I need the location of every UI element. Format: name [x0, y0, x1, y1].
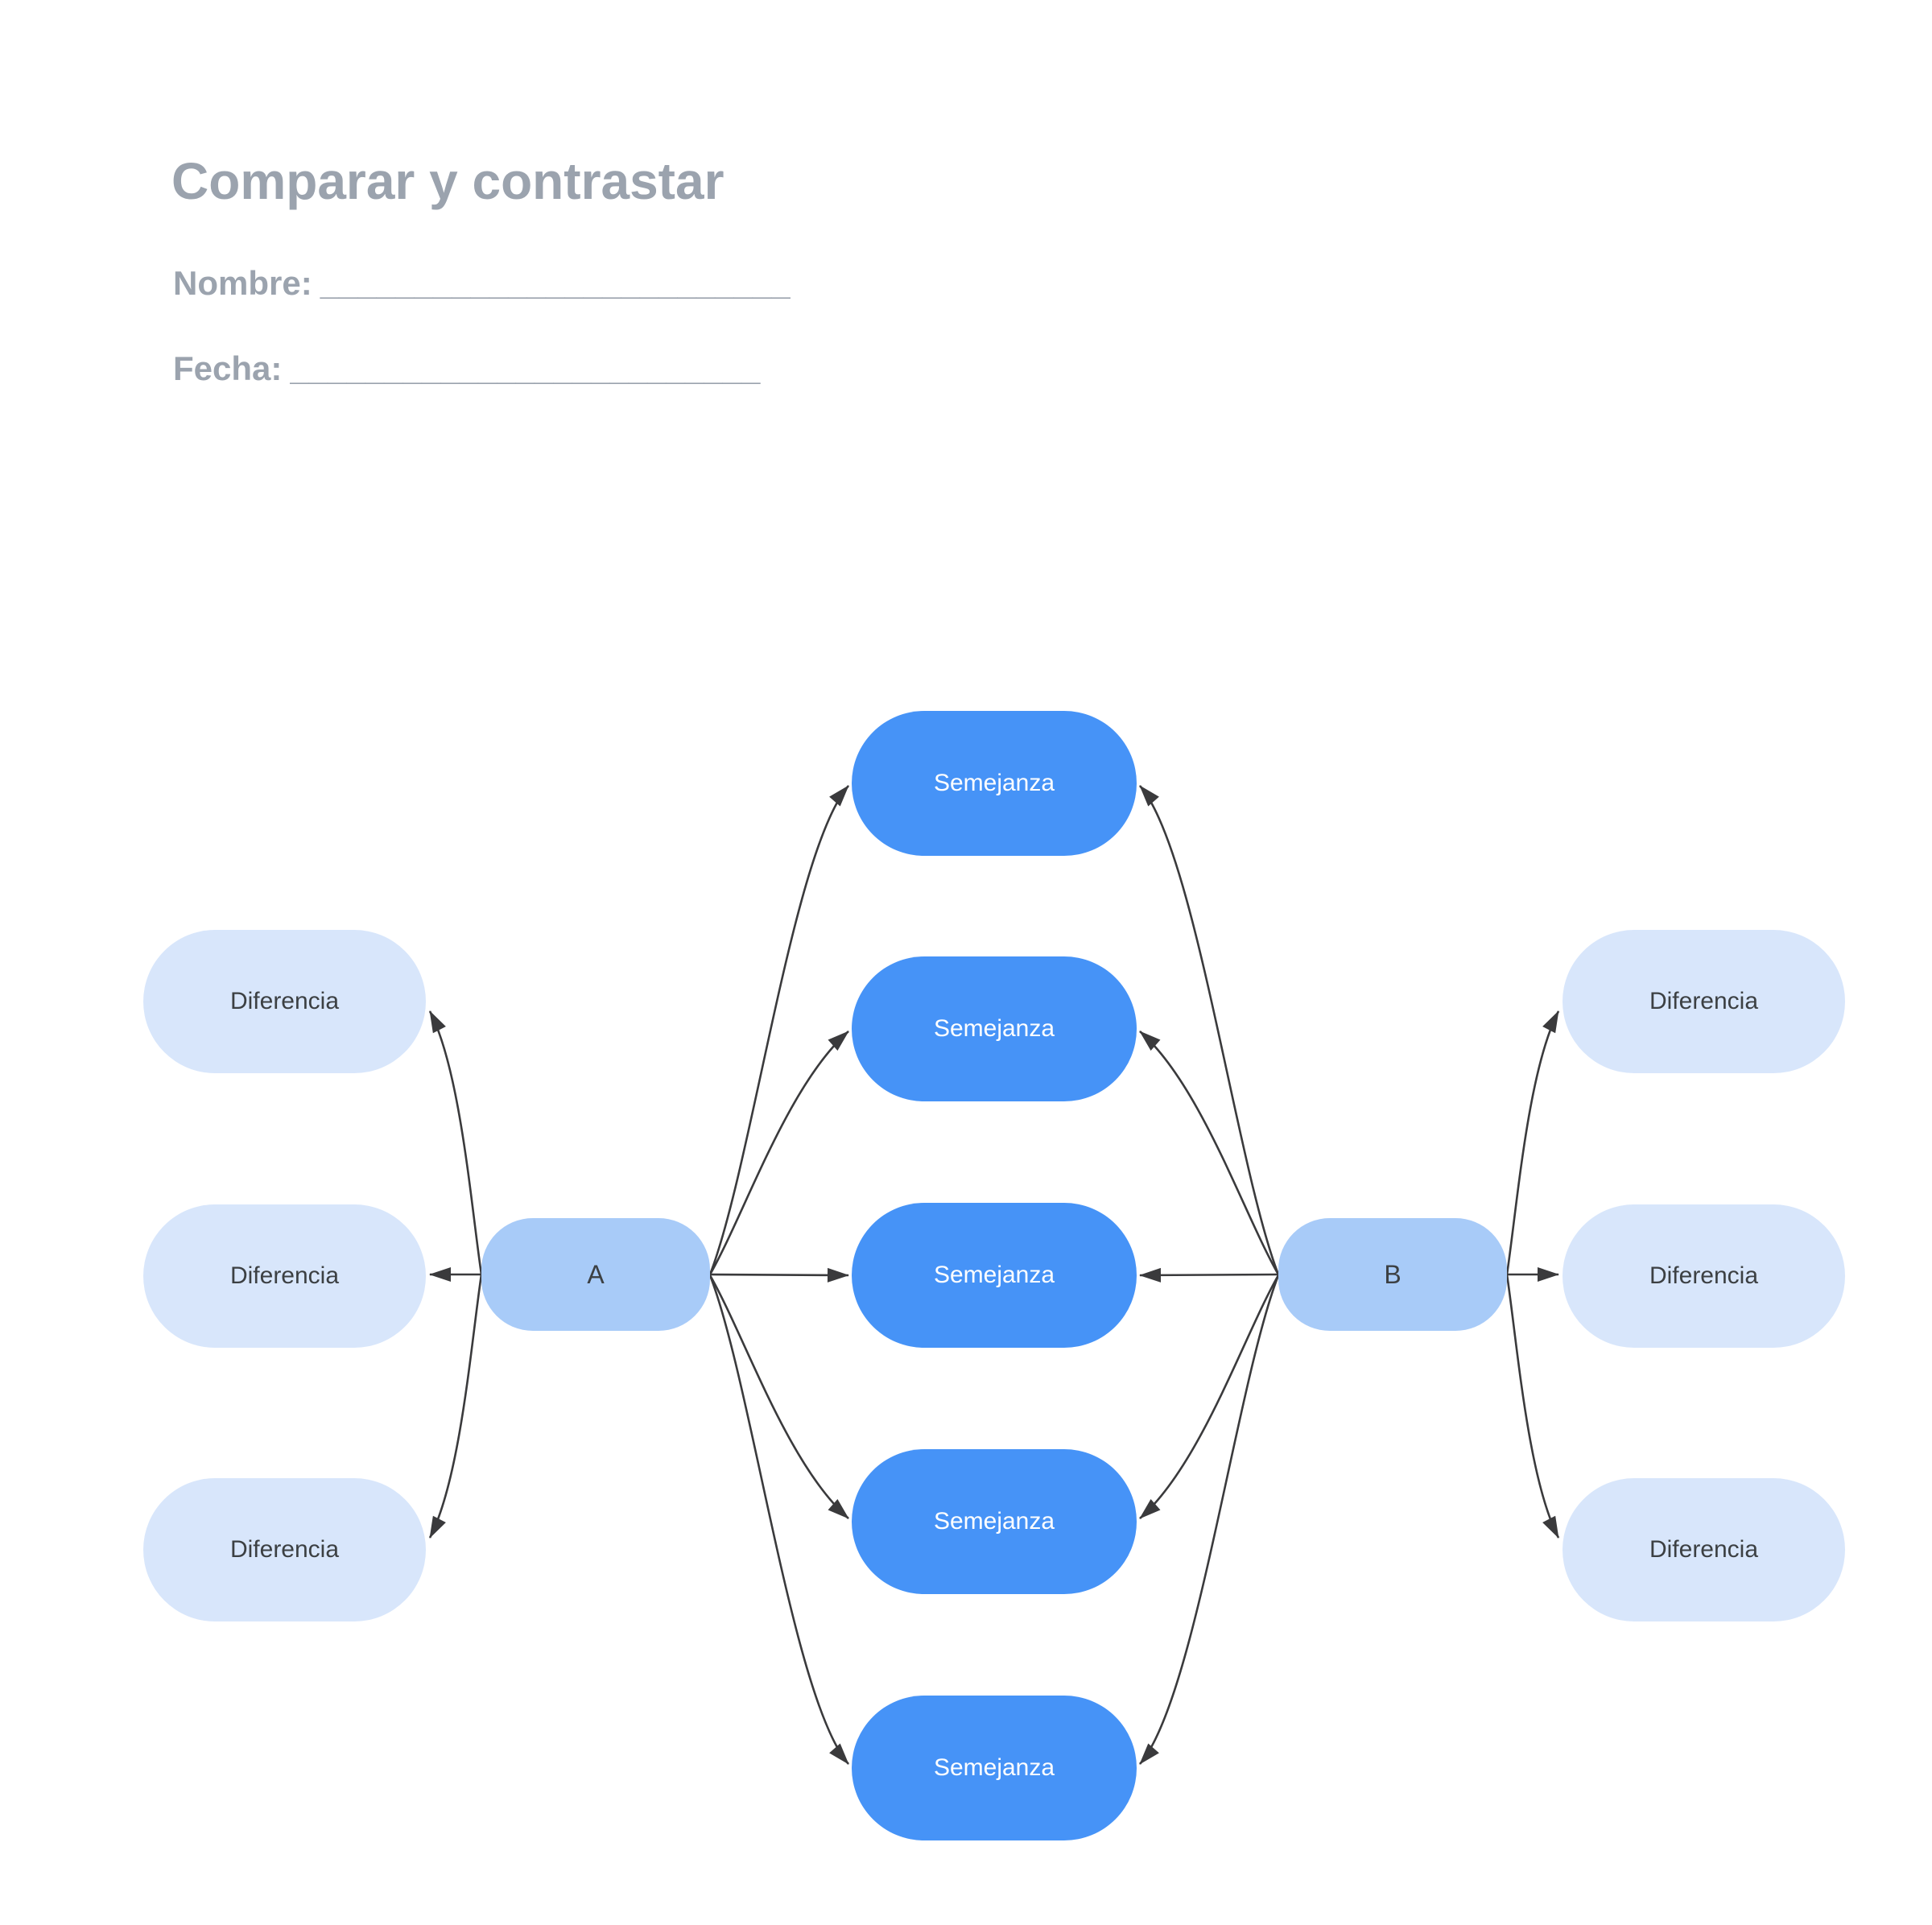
arrow-a-to-similarity-5 [708, 1274, 849, 1765]
date-blank-line: _________________________ [290, 349, 761, 387]
arrow-a-to-similarity-1 [708, 785, 849, 1275]
arrow-a-to-similarity-4 [708, 1274, 849, 1519]
node-a-label: A [587, 1260, 605, 1289]
difference-node-right-2: Diferencia [1563, 1204, 1845, 1348]
difference-node-left-1: Diferencia [143, 930, 426, 1073]
arrow-b-to-similarity-5 [1139, 1274, 1280, 1765]
arrow-b-to-similarity-1 [1139, 785, 1280, 1275]
difference-label: Diferencia [229, 1536, 340, 1563]
difference-node-left-2: Diferencia [143, 1204, 426, 1348]
arrow-b-to-difference-right-1 [1505, 1010, 1560, 1275]
difference-label: Diferencia [1649, 1536, 1759, 1563]
arrow-a-to-similarity-2 [708, 1031, 849, 1275]
similarity-label: Semejanza [933, 1015, 1055, 1042]
similarity-label: Semejanza [933, 1508, 1055, 1535]
arrow-b-to-similarity-3 [1139, 1267, 1279, 1283]
difference-label: Diferencia [1649, 988, 1759, 1014]
similarity-node-5: Semejanza [852, 1696, 1137, 1840]
difference-node-left-3: Diferencia [143, 1478, 426, 1621]
difference-node-right-1: Diferencia [1563, 930, 1845, 1073]
arrow-b-to-similarity-2 [1139, 1031, 1280, 1275]
date-field-row: Fecha: _________________________ [173, 349, 760, 388]
arrow-b-to-similarity-4 [1139, 1274, 1280, 1519]
similarity-node-4: Semejanza [852, 1449, 1137, 1594]
name-label: Nombre: [173, 264, 312, 302]
arrow-a-to-difference-left-3 [428, 1274, 483, 1539]
name-field-row: Nombre: _________________________ [173, 264, 791, 303]
date-label: Fecha: [173, 349, 283, 387]
difference-label: Diferencia [229, 988, 340, 1014]
difference-label: Diferencia [229, 1262, 340, 1289]
arrow-a-to-difference-left-1 [428, 1010, 483, 1275]
name-blank-line: _________________________ [320, 264, 791, 302]
difference-node-right-3: Diferencia [1563, 1478, 1845, 1621]
difference-label: Diferencia [1649, 1262, 1759, 1289]
similarity-node-2: Semejanza [852, 956, 1137, 1101]
arrow-b-to-difference-right-3 [1505, 1274, 1560, 1539]
node-b-label: B [1384, 1260, 1402, 1289]
similarity-label: Semejanza [933, 1754, 1055, 1781]
similarity-label: Semejanza [933, 1262, 1055, 1288]
node-a: A [481, 1218, 710, 1331]
page-title: Comparar y contrastar [171, 152, 724, 210]
arrow-a-to-similarity-3 [709, 1267, 849, 1283]
node-b: B [1278, 1218, 1507, 1331]
similarity-node-3: Semejanza [852, 1203, 1137, 1348]
similarity-label: Semejanza [933, 770, 1055, 796]
similarity-node-1: Semejanza [852, 711, 1137, 856]
